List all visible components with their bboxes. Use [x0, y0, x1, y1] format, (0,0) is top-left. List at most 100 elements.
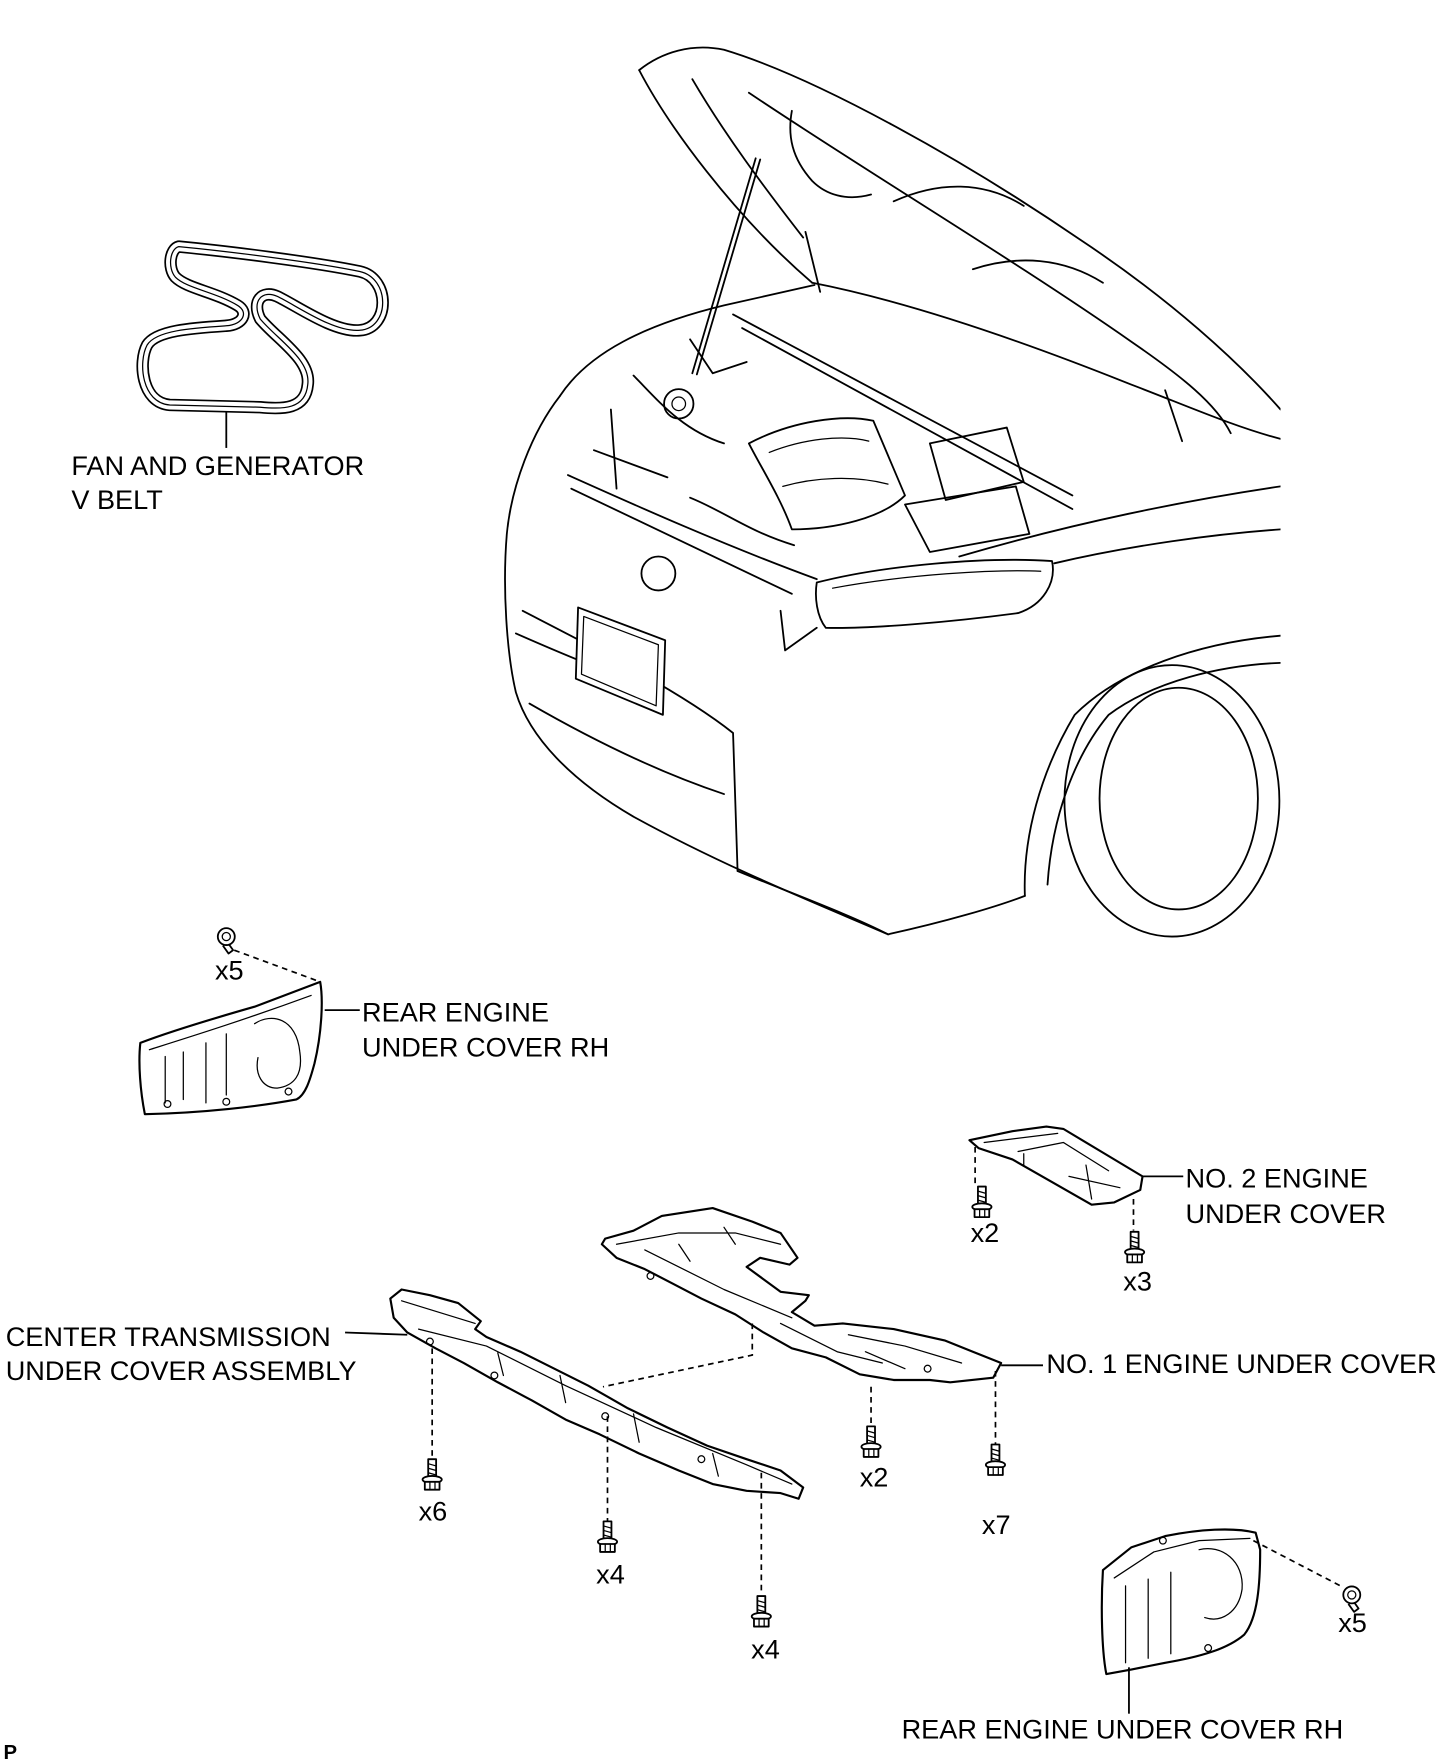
center-cover-leader	[345, 1331, 408, 1336]
no1-cover-body	[600, 1206, 1003, 1384]
radiator-support	[570, 487, 793, 595]
right-fender-lower-line	[1053, 528, 1281, 565]
rear-cover-rh-upper-rim	[148, 994, 312, 1051]
rear-cover-rh-lower-rim	[1113, 1537, 1251, 1579]
hood-outer-edge	[638, 46, 1281, 411]
rear-cover-rh-lower-bulge	[1198, 1547, 1243, 1620]
hood-inner-rib	[747, 91, 1232, 435]
mounting-hole	[284, 1087, 293, 1096]
rear-cover-rh-upper-body	[138, 980, 323, 1116]
front-wheel-rim	[1098, 686, 1259, 911]
wheel-arch-outer	[1023, 634, 1281, 897]
v-belt-label-line-1: FAN AND GENERATOR	[71, 450, 364, 481]
mounting-hole	[1204, 1644, 1213, 1653]
center-bolt-quantity-x6: x6	[419, 1495, 448, 1526]
no1-bolt-quantity-x7: x7	[982, 1509, 1011, 1540]
clip-icon	[216, 927, 236, 955]
license-plate-inner	[580, 615, 660, 707]
vehicle-illustration	[504, 46, 1281, 938]
no2-cover-label-line-2: UNDER COVER	[1186, 1198, 1386, 1229]
fan-and-generator-v-belt: FAN AND GENERATOR V BELT	[71, 240, 389, 515]
engine-cover-detail	[768, 437, 889, 488]
mounting-hole	[425, 1337, 434, 1346]
cowl-left-edge	[559, 284, 816, 397]
hood-brace-left	[789, 109, 872, 199]
no2-engine-under-cover: NO. 2 ENGINE UNDER COVER x2 x3	[968, 1125, 1386, 1297]
mounting-hole	[490, 1371, 499, 1380]
clip-install-line	[1252, 1539, 1341, 1587]
front-body-outline	[504, 394, 889, 936]
rear-cover-rh-lower-body	[1100, 1528, 1262, 1676]
bumper-side-line	[736, 870, 889, 936]
hood-hinges	[804, 230, 1184, 443]
mounting-hole	[697, 1455, 706, 1464]
clip-quantity-x5-upper: x5	[215, 955, 244, 986]
rear-cover-rh-lower-label: REAR ENGINE UNDER COVER RH	[902, 1714, 1344, 1745]
center-transmission-under-cover-assembly: CENTER TRANSMISSION UNDER COVER ASSEMBLY…	[6, 1288, 805, 1664]
hood-brace-right	[971, 259, 1104, 284]
rear-cover-rh-lower-ribs	[1124, 1571, 1172, 1664]
rear-engine-under-cover-rh-lower: x5 REAR ENGINE UNDER COVER RH	[902, 1528, 1367, 1745]
figure-code: P	[3, 1742, 17, 1763]
battery	[928, 426, 1025, 501]
no2-bolt-quantity-x3: x3	[1123, 1266, 1152, 1297]
center-cover-label-line-1: CENTER TRANSMISSION	[6, 1321, 331, 1352]
front-tire	[1063, 664, 1281, 938]
mounting-hole	[163, 1099, 172, 1109]
no1-engine-under-cover: NO. 1 ENGINE UNDER COVER x2 x7	[600, 1206, 1437, 1540]
hood-rear-edge	[811, 281, 1281, 440]
mounting-hole	[1158, 1536, 1167, 1545]
v-belt-rib	[142, 245, 384, 409]
wheel-arch-inner	[1046, 661, 1281, 886]
reservoir-cap	[663, 388, 695, 420]
front-chin	[887, 894, 1026, 936]
bolt-icon	[750, 1595, 772, 1628]
no2-cover-body	[968, 1125, 1144, 1206]
mounting-hole	[923, 1364, 932, 1373]
hood-shut-line	[566, 474, 818, 581]
engine-hoses	[593, 338, 796, 547]
right-fender-upper-line	[958, 485, 1281, 558]
reservoir-cap-center	[671, 396, 687, 412]
engine-cover	[747, 417, 906, 531]
no1-cover-ridges	[615, 1226, 963, 1370]
bolt-icon	[1124, 1230, 1146, 1264]
clip-quantity-x5-lower: x5	[1338, 1607, 1367, 1638]
emblem	[640, 555, 677, 592]
bolt-icon	[596, 1520, 619, 1553]
no1-to-center-cover-connection-line	[602, 1323, 754, 1388]
center-cover-body	[389, 1288, 805, 1500]
mounting-hole	[222, 1097, 231, 1106]
center-bolt-quantity-x4-middle: x4	[596, 1559, 625, 1590]
strut-tower-bar	[732, 313, 1074, 510]
hood-left-edge	[638, 69, 814, 284]
headlight-inner-line	[831, 570, 1042, 589]
no2-bolt-quantity-x2: x2	[971, 1217, 1000, 1248]
license-plate	[574, 606, 667, 716]
headlight	[815, 558, 1054, 629]
rear-cover-rh-upper-bulge	[253, 1017, 302, 1089]
hood-brace-middle	[892, 185, 1025, 207]
clip-install-line	[233, 949, 321, 983]
no2-cover-label-line-1: NO. 2 ENGINE	[1186, 1163, 1368, 1194]
fascia-lines	[514, 609, 818, 872]
hood-inner-panel-edge	[691, 78, 805, 239]
hood-prop-rod	[691, 157, 762, 376]
v-belt-label-line-2: V BELT	[71, 484, 162, 515]
engine-compartment	[570, 313, 1074, 595]
bolt-icon	[984, 1443, 1006, 1476]
center-cover-ridges	[401, 1300, 793, 1485]
mounting-hole	[646, 1271, 655, 1280]
bolt-icon	[860, 1425, 882, 1458]
no1-cover-label: NO. 1 ENGINE UNDER COVER	[1046, 1348, 1436, 1379]
bolt-icon	[971, 1185, 993, 1219]
bolt-icon	[421, 1458, 443, 1491]
center-cover-label-line-2: UNDER COVER ASSEMBLY	[6, 1355, 357, 1386]
v-belt-band	[138, 242, 388, 413]
center-bolt-quantity-x4-right: x4	[751, 1633, 780, 1664]
rear-cover-rh-upper-ribs	[164, 1033, 227, 1104]
mounting-hole	[601, 1412, 610, 1421]
rear-cover-rh-upper-label-line-1: REAR ENGINE	[362, 996, 549, 1027]
no2-cover-ridges	[983, 1132, 1121, 1200]
